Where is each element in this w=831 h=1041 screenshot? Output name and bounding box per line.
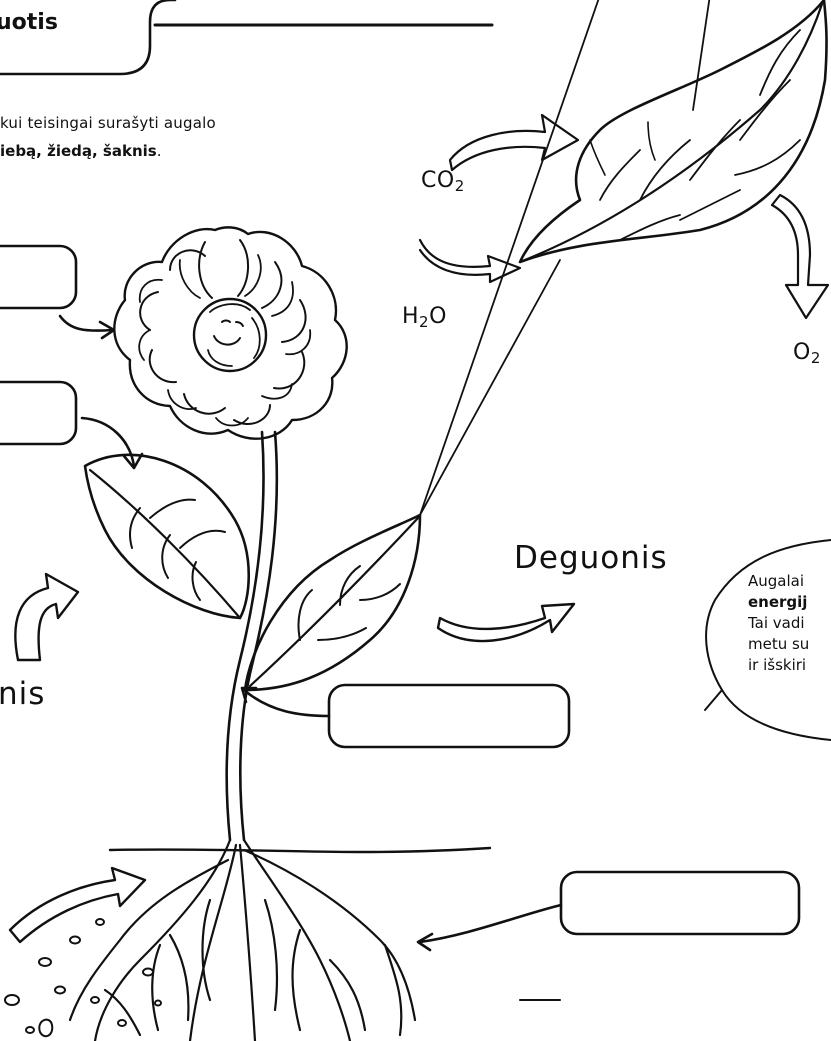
note-line-2: energij <box>748 592 831 613</box>
co2-label-main: CO <box>421 168 455 193</box>
note-bubble-tail <box>705 690 722 710</box>
co2-label: CO2 <box>421 168 465 194</box>
answer-box-roots[interactable] <box>561 872 799 934</box>
pointer-arrow-stem <box>244 690 329 716</box>
co2-label-sub: 2 <box>455 177 465 195</box>
plant-roots <box>70 840 415 1041</box>
note-text: Augalai energij Tai vadi metu su ir išsk… <box>748 571 831 676</box>
ground-line <box>110 848 490 852</box>
note-line-3: Tai vadi <box>748 613 831 634</box>
o2-arrow <box>772 195 828 318</box>
instructions-line-1: kui teisingai surašyti augalo <box>0 114 216 132</box>
pointer-arrow-roots <box>420 905 561 942</box>
instructions-bold-terms: iebą, žiedą, šaknis <box>0 142 157 160</box>
oxygen-out-arrow <box>438 604 574 641</box>
flower-head <box>114 227 346 438</box>
answer-box-stem[interactable] <box>329 685 569 747</box>
note-line-1: Augalai <box>748 571 831 592</box>
h2o-label: H2O <box>402 304 447 330</box>
oxygen-label: Deguonis <box>514 540 668 577</box>
note-line-4: metu su <box>748 634 831 655</box>
page-title: uotis <box>0 10 58 36</box>
co2-arrow <box>450 115 578 170</box>
left-leaf <box>85 455 249 618</box>
o2-label-sub: 2 <box>811 349 821 367</box>
h2o-label-sub: 2 <box>419 313 429 331</box>
plant-stem <box>227 432 277 840</box>
note-line-5: ir išskiri <box>748 655 831 676</box>
h2o-label-o: O <box>429 304 447 329</box>
soil-particles <box>5 919 161 1036</box>
left-curved-arrow <box>15 574 78 660</box>
h2o-arrow <box>420 240 520 282</box>
magnifier-line-upper <box>420 0 600 515</box>
answer-box-flower[interactable] <box>0 246 76 308</box>
instructions-line-2: iebą, žiedą, šaknis. <box>0 142 161 160</box>
o2-label: O2 <box>793 340 821 366</box>
answer-box-leaf[interactable] <box>0 382 76 444</box>
right-leaf <box>245 515 420 690</box>
magnifier-line-lower <box>420 260 560 515</box>
water-arrow <box>10 868 145 942</box>
h2o-label-h: H <box>402 304 419 329</box>
magnifier-line-top <box>693 0 710 110</box>
o2-label-main: O <box>793 340 811 365</box>
instructions-tail: . <box>157 142 162 160</box>
partial-gas-label: nis <box>0 676 45 713</box>
